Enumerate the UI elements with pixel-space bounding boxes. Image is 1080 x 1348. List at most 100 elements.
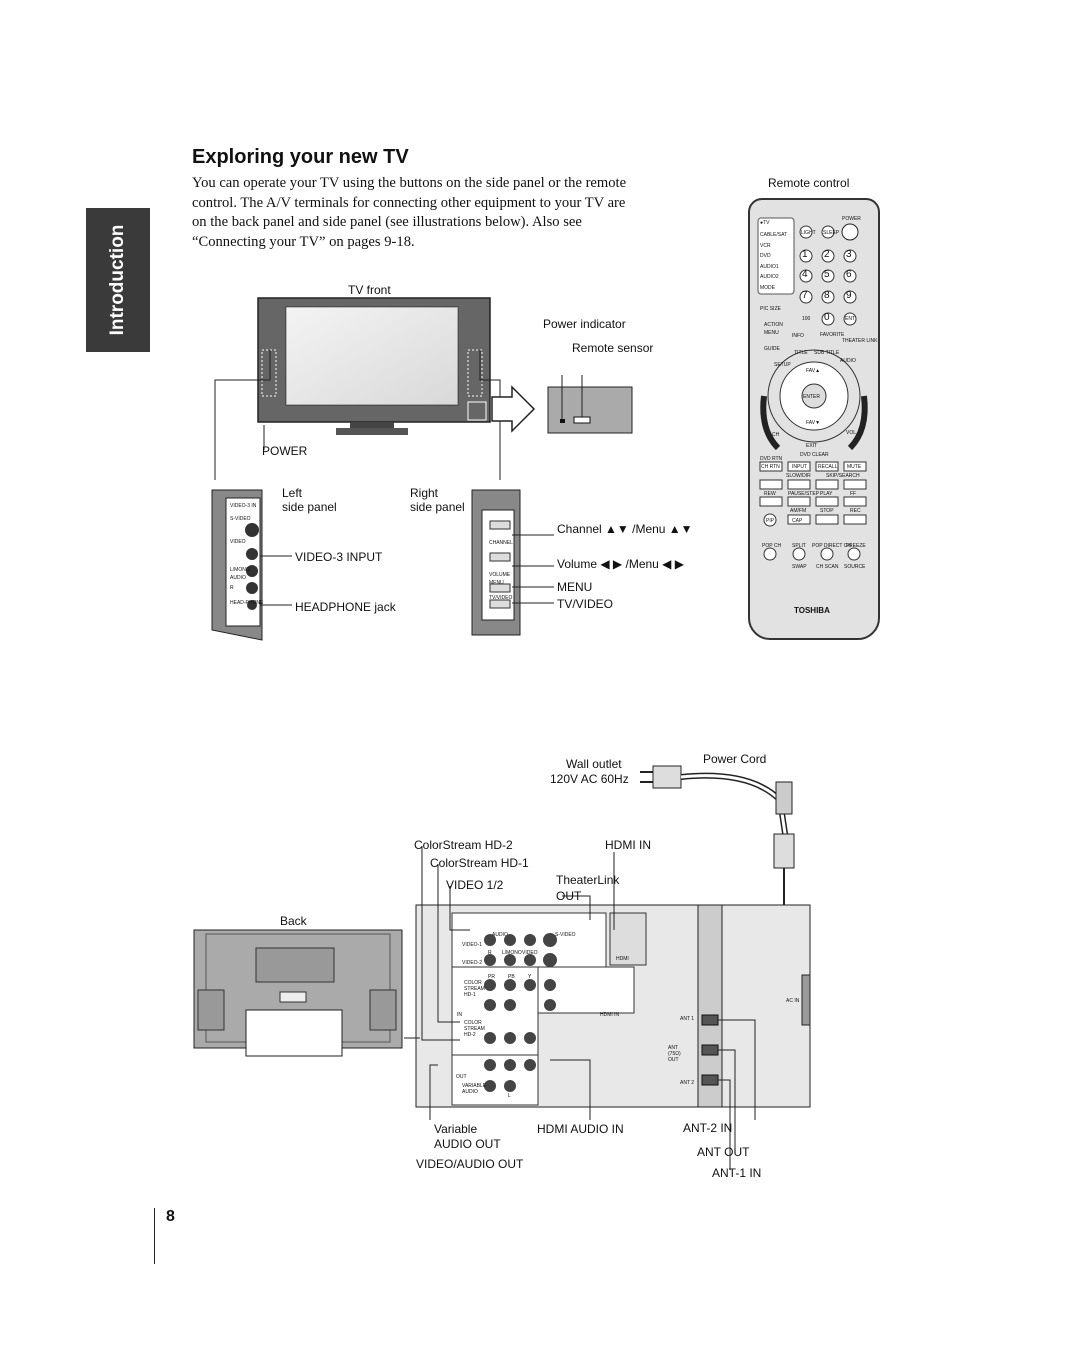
remote-key-1[interactable]: 1 [802, 249, 808, 260]
remote-src-3: DVD [760, 253, 771, 259]
remote-key-3[interactable]: 3 [846, 249, 852, 260]
left-panel-tiny-4: AUDIO [230, 575, 246, 581]
theaterlink-label: TheaterLink [556, 873, 620, 887]
back-tiny-hdmi-in: HDMI IN [600, 1012, 620, 1018]
remote-src-4: AUDIO1 [760, 264, 779, 270]
colorstream-hd1-label: ColorStream HD-1 [430, 856, 529, 870]
remote-mute[interactable]: MUTE [847, 464, 862, 470]
remote-ch-scan[interactable]: CH SCAN [816, 564, 839, 570]
back-tiny-video1: VIDEO-1 [462, 942, 483, 948]
back-tiny-cs2: COLOR STREAM HD-2 [464, 1020, 485, 1038]
right-panel-label: Right [410, 486, 439, 500]
page-number: 8 [166, 1208, 175, 1225]
remote-key-7[interactable]: 7 [802, 290, 808, 301]
power-cord-label: Power Cord [703, 752, 767, 766]
back-tiny-cs1: COLOR STREAM HD-1 [464, 980, 485, 998]
remote-freeze[interactable]: FREEZE [846, 543, 866, 549]
headphone-jack-label: HEADPHONE jack [295, 600, 396, 614]
power-label: POWER [262, 444, 308, 458]
remote-pip[interactable]: PIP [766, 518, 775, 524]
back-tiny-pr: PR [488, 974, 495, 980]
remote-source[interactable]: SOURCE [844, 564, 866, 570]
remote-key-0[interactable]: 0 [824, 312, 830, 323]
remote-fav-down[interactable]: FAV▼ [806, 420, 821, 426]
remote-vol[interactable]: VOL [846, 430, 857, 436]
remote-guide[interactable]: GUIDE [764, 346, 780, 352]
remote-rew: REW [764, 491, 776, 497]
remote-src-5: AUDIO2 [760, 274, 779, 280]
volume-menu-label: Volume ◀ ▶ /Menu ◀ ▶ [557, 557, 684, 571]
right-panel-tiny-3: TV/VIDEO [489, 595, 513, 601]
remote-swap[interactable]: SWAP [792, 564, 807, 570]
remote-pop-direct[interactable]: POP DIRECT CH [812, 543, 851, 549]
remote-control: ●TV CABLE/SAT VCR DVD AUDIO1 AUDIO2 MODE… [748, 198, 880, 640]
remote-setup[interactable]: SETUP [774, 362, 791, 368]
right-panel-tiny-1: VOLUME [489, 572, 511, 578]
remote-control-label: Remote control [768, 176, 850, 190]
remote-key-4[interactable]: 4 [802, 269, 808, 280]
wall-outlet-label: Wall outlet [566, 757, 622, 771]
remote-mode[interactable]: MODE [760, 285, 775, 291]
tv-video-label: TV/VIDEO [557, 597, 614, 611]
ant-out-label: ANT OUT [697, 1145, 750, 1159]
back-tiny-video: VIDEO [522, 950, 538, 956]
remote-recall[interactable]: RECALL [818, 464, 838, 470]
remote-key-8[interactable]: 8 [824, 290, 830, 301]
remote-audio[interactable]: AUDIO [840, 358, 856, 364]
variable-label: Variable [434, 1122, 478, 1136]
remote-exit[interactable]: EXIT [806, 443, 818, 449]
remote-ff: FF [850, 491, 857, 497]
left-panel-tiny-5: R [230, 585, 234, 591]
remote-ch[interactable]: CH [772, 432, 780, 438]
left-panel-tiny-6: HEAD-PHONE [230, 600, 264, 606]
back-tiny-acin: AC IN [786, 998, 800, 1004]
left-panel-label-2: side panel [282, 500, 337, 514]
video-audio-out-label: VIDEO/AUDIO OUT [416, 1157, 524, 1171]
remote-favorite[interactable]: FAVORITE [820, 332, 845, 338]
back-tiny-video2: VIDEO-2 [462, 960, 483, 966]
back-tiny-antout: ANT (75Ω) OUT [668, 1045, 681, 1063]
remote-ent[interactable]: ENT [845, 316, 855, 322]
remote-sleep[interactable]: SLEEP [823, 230, 840, 236]
menu-label: MENU [557, 580, 593, 594]
section-tab-label: Introduction [107, 224, 128, 336]
back-tiny-hdmi: HDMI [616, 956, 629, 962]
remote-input[interactable]: INPUT [792, 464, 807, 470]
tv-front-illustration [211, 297, 521, 641]
back-panel-illustration [193, 765, 811, 1170]
section-tab: Introduction [86, 208, 150, 352]
voltage-label: 120V AC 60Hz [550, 772, 629, 786]
left-panel-label: Left [282, 486, 303, 500]
remote-info[interactable]: INFO [792, 333, 804, 339]
remote-action[interactable]: ACTION [764, 322, 783, 328]
remote-enter[interactable]: ENTER [803, 394, 820, 400]
sensor-closeup [491, 375, 633, 434]
audio-out-label: AUDIO OUT [434, 1137, 501, 1151]
remote-skip-search: SKIP/SEARCH [826, 473, 860, 479]
remote-power-label: POWER [842, 216, 861, 222]
remote-split[interactable]: SPLIT [792, 543, 806, 549]
remote-subtitle[interactable]: SUB TITLE [814, 350, 840, 356]
remote-brand-logo: TOSHIBA [794, 606, 830, 615]
remote-menu[interactable]: MENU [764, 330, 779, 336]
remote-stop: STOP [820, 508, 834, 514]
remote-fav-up[interactable]: FAV▲ [806, 368, 821, 374]
remote-key-5[interactable]: 5 [824, 269, 830, 280]
remote-theaterlink[interactable]: THEATER LINK [842, 338, 878, 344]
remote-light[interactable]: LIGHT [801, 230, 816, 236]
remote-key-2[interactable]: 2 [824, 249, 830, 260]
remote-key-9[interactable]: 9 [846, 290, 852, 301]
remote-pic-size[interactable]: PIC SIZE [760, 306, 781, 312]
remote-key-6[interactable]: 6 [846, 269, 852, 280]
back-tiny-variable: VARIABLE AUDIO [462, 1083, 487, 1095]
remote-dvd-clear[interactable]: DVD CLEAR [800, 452, 829, 458]
remote-100[interactable]: 100 [802, 316, 811, 322]
right-panel-tiny-2: MENU [489, 580, 504, 586]
remote-cap[interactable]: CAP [792, 518, 803, 524]
remote-src-2: VCR [760, 243, 771, 249]
remote-ch-rtn[interactable]: CH RTN [761, 464, 780, 470]
hdmi-audio-in-label: HDMI AUDIO IN [537, 1122, 624, 1136]
remote-pop-ch[interactable]: POP CH [762, 543, 782, 549]
remote-title[interactable]: TITLE [794, 350, 808, 356]
hdmi-in-label: HDMI IN [605, 838, 651, 852]
